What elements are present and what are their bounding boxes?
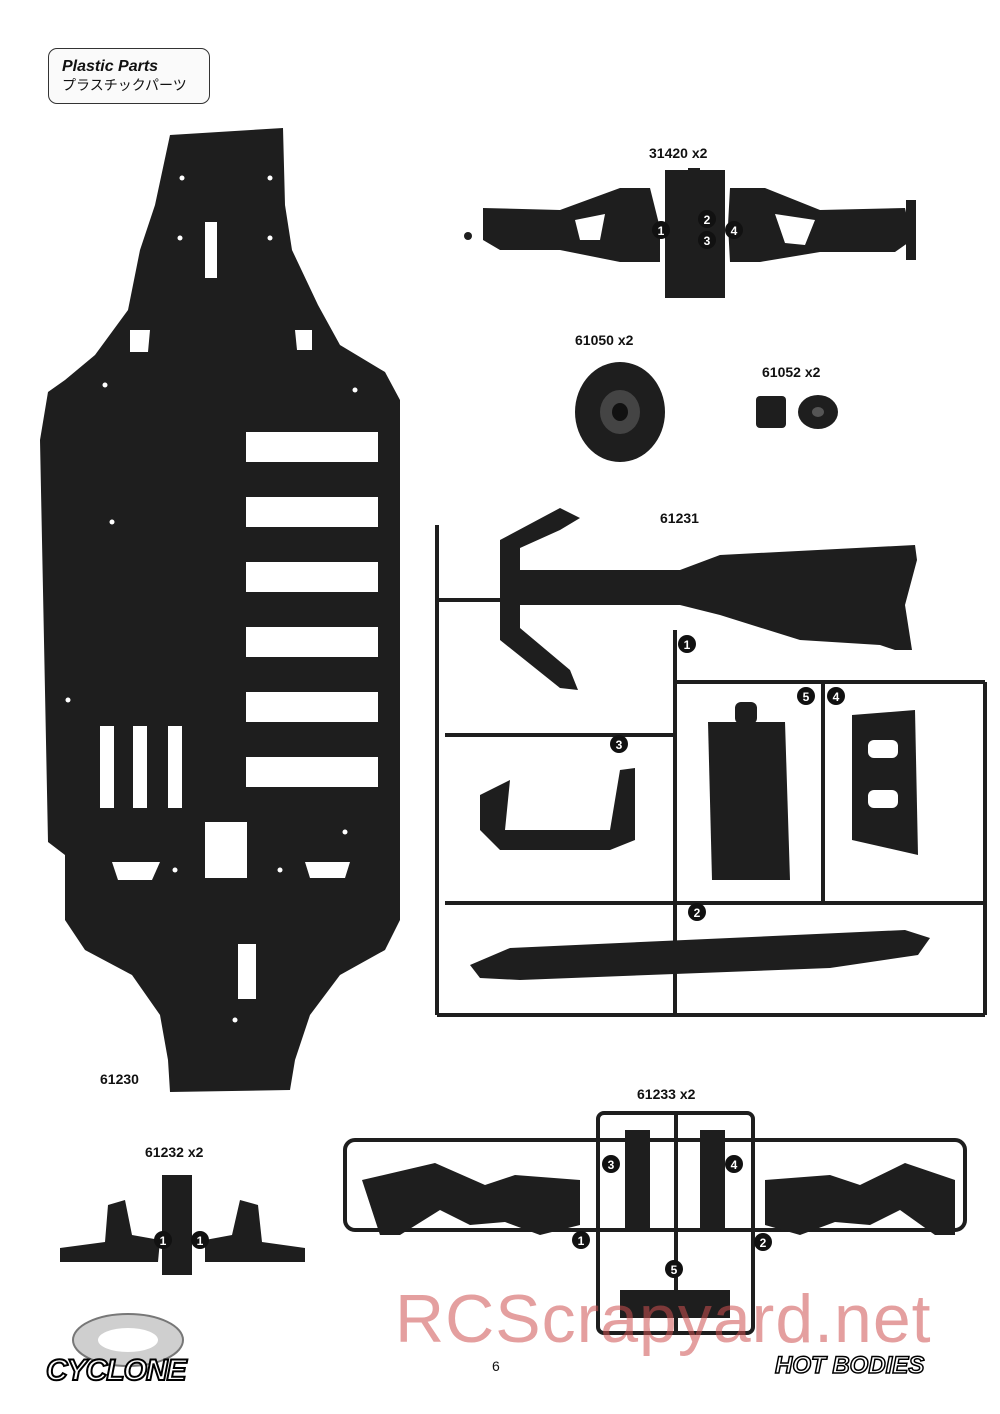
svg-text:4: 4 bbox=[833, 690, 840, 704]
cyclone-logo: CYCLONE bbox=[45, 1353, 188, 1388]
svg-text:5: 5 bbox=[671, 1263, 678, 1277]
svg-text:2: 2 bbox=[760, 1236, 767, 1250]
svg-text:3: 3 bbox=[704, 234, 711, 248]
callouts-61233: 1 2 3 4 5 bbox=[572, 1155, 772, 1278]
svg-text:1: 1 bbox=[578, 1234, 585, 1248]
svg-text:1: 1 bbox=[197, 1234, 204, 1248]
label-61052: 61052 x2 bbox=[762, 364, 821, 380]
label-61232: 61232 x2 bbox=[145, 1144, 204, 1160]
hot-bodies-logo: HOT BODIES bbox=[774, 1351, 925, 1380]
callouts-61232: 1 1 bbox=[154, 1231, 209, 1249]
section-title-jp: プラスチックパーツ bbox=[62, 77, 187, 93]
callouts-61231: 1 2 3 4 5 bbox=[610, 635, 845, 921]
label-61050: 61050 x2 bbox=[575, 332, 634, 348]
chassis-61230 bbox=[40, 128, 400, 1092]
svg-text:1: 1 bbox=[658, 224, 665, 238]
part-61231-frame bbox=[470, 508, 930, 980]
label-61230: 61230 bbox=[100, 1071, 139, 1087]
label-61233: 61233 x2 bbox=[637, 1086, 696, 1102]
part-61233 bbox=[362, 1130, 955, 1318]
svg-text:3: 3 bbox=[616, 738, 623, 752]
pulley-61052 bbox=[756, 395, 838, 429]
svg-text:5: 5 bbox=[803, 690, 810, 704]
svg-text:1: 1 bbox=[160, 1234, 167, 1248]
svg-text:3: 3 bbox=[608, 1158, 615, 1172]
svg-text:2: 2 bbox=[704, 213, 711, 227]
svg-text:1: 1 bbox=[684, 638, 691, 652]
section-header: Plastic Parts プラスチックパーツ bbox=[48, 48, 210, 104]
page-number: 6 bbox=[492, 1358, 500, 1374]
callouts-31420: 1 2 3 4 bbox=[652, 210, 743, 249]
pulley-61050 bbox=[575, 362, 665, 462]
watermark: RCScrapyard.net bbox=[395, 1281, 932, 1357]
label-31420: 31420 x2 bbox=[649, 145, 708, 161]
cyclone-logo-swoosh bbox=[72, 1313, 184, 1367]
svg-text:2: 2 bbox=[694, 906, 701, 920]
mounts-61232 bbox=[60, 1175, 305, 1275]
label-61231: 61231 bbox=[660, 510, 699, 526]
arms-31420 bbox=[464, 168, 916, 298]
section-title: Plastic Parts bbox=[62, 58, 159, 75]
svg-text:4: 4 bbox=[731, 1158, 738, 1172]
svg-text:4: 4 bbox=[731, 224, 738, 238]
